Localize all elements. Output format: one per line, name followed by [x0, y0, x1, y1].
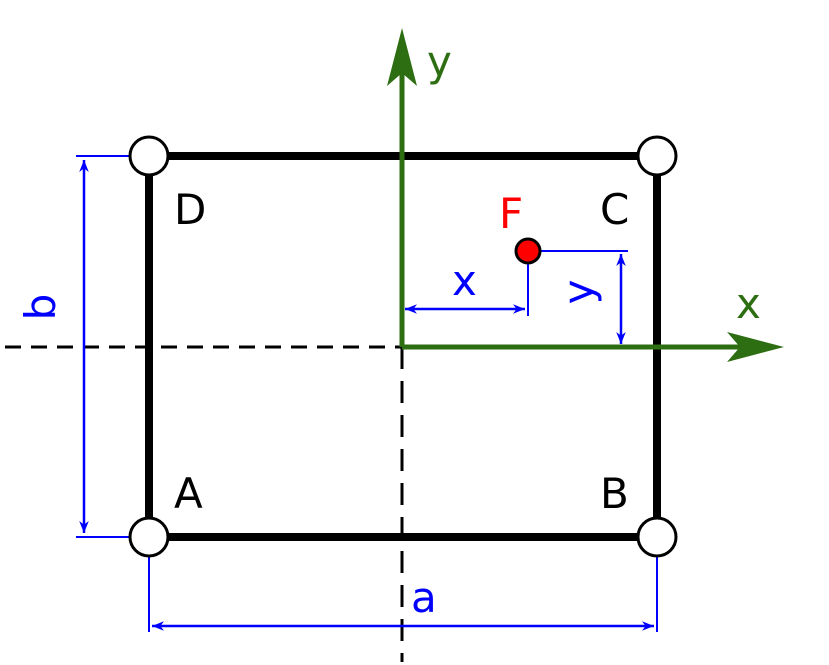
coordinate-axes — [387, 28, 784, 362]
force-y-label: y — [554, 280, 603, 305]
corner-label-d: D — [174, 185, 206, 234]
height-label: b — [16, 294, 65, 321]
x-axis-label: x — [736, 279, 761, 328]
height-dimension — [76, 155, 135, 538]
force-x-label: x — [452, 256, 477, 305]
corner-node-a — [128, 516, 170, 558]
corner-node-d — [128, 135, 170, 177]
width-label: a — [411, 573, 437, 622]
corner-node-b — [636, 516, 678, 558]
y-axis-arrowhead — [387, 28, 417, 86]
y-axis-label: y — [427, 37, 452, 86]
x-axis-arrowhead — [727, 332, 784, 362]
corner-label-a: A — [174, 469, 203, 518]
corner-label-b: B — [600, 469, 629, 518]
width-dimension — [148, 555, 658, 632]
corner-node-c — [636, 135, 678, 177]
corner-label-c: C — [600, 185, 629, 234]
force-x-dimension — [405, 262, 529, 316]
force-label: F — [499, 189, 523, 238]
force-point — [514, 237, 542, 265]
force-y-dimension — [540, 250, 628, 344]
